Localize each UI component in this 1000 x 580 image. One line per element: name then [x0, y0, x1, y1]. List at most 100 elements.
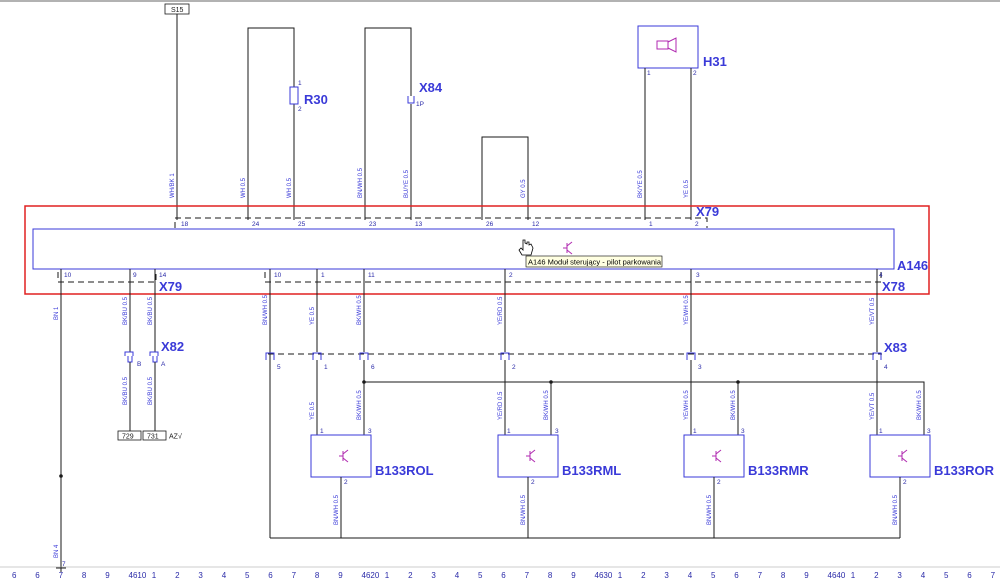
ruler-tick-label: 6	[268, 571, 273, 580]
sensor-rmr[interactable]	[683, 434, 745, 478]
svg-text:GY 0.5: GY 0.5	[521, 179, 527, 198]
ruler-tick-label: 4640	[828, 571, 846, 580]
svg-text:YE/RD 0.5: YE/RD 0.5	[498, 296, 504, 325]
svg-text:7: 7	[62, 561, 66, 568]
svg-text:26: 26	[486, 221, 494, 228]
r30-resistor[interactable]	[289, 86, 299, 105]
svg-text:3: 3	[741, 428, 745, 435]
ruler-tick-label: 3	[897, 571, 902, 580]
svg-text:11: 11	[368, 272, 375, 279]
svg-text:731: 731	[147, 434, 159, 441]
x78-label: X78	[882, 279, 905, 294]
ruler-tick-label: 4	[921, 571, 926, 580]
ruler-tick-label: 6	[12, 571, 17, 580]
svg-text:BN/WH 0.5: BN/WH 0.5	[263, 294, 269, 325]
rml-label: B133RML	[562, 463, 621, 478]
ruler-tick-label: 7	[59, 571, 64, 580]
ruler-tick-label: 9	[571, 571, 576, 580]
ruler-tick-label: 8	[548, 571, 553, 580]
ruler-tick-label: 5	[478, 571, 483, 580]
svg-text:13: 13	[415, 221, 423, 228]
svg-text:14: 14	[159, 272, 167, 279]
svg-text:BN/WH 0.5: BN/WH 0.5	[707, 494, 713, 525]
svg-text:BK/BU 0.5: BK/BU 0.5	[123, 376, 129, 405]
x79-top-label: X79	[696, 204, 719, 219]
svg-text:B: B	[137, 361, 141, 368]
svg-text:BK/BU 0.5: BK/BU 0.5	[123, 296, 129, 325]
svg-text:1: 1	[649, 221, 653, 228]
svg-text:10: 10	[64, 272, 72, 279]
a146-highlight	[24, 205, 930, 295]
svg-text:4: 4	[879, 272, 883, 279]
h31-label: H31	[703, 54, 727, 69]
x79-bottom-label: X79	[159, 279, 182, 294]
svg-text:25: 25	[298, 221, 306, 228]
svg-text:5: 5	[277, 364, 281, 371]
ruler-tick-label: 6	[35, 571, 40, 580]
svg-text:2: 2	[531, 479, 535, 486]
ruler-tick-label: 4	[222, 571, 227, 580]
sensor-ror[interactable]	[869, 434, 931, 478]
x82-pin-b[interactable]	[124, 351, 134, 363]
ruler-tick-label: 7	[292, 571, 297, 580]
svg-text:WH/BK 1: WH/BK 1	[170, 173, 176, 198]
ruler-tick-label: 1	[385, 571, 390, 580]
sensor-rol[interactable]	[310, 434, 372, 478]
svg-text:2: 2	[509, 272, 513, 279]
svg-text:2: 2	[298, 106, 302, 113]
svg-text:A146 Moduł sterujący - pilot p: A146 Moduł sterujący - pilot parkowania	[528, 258, 662, 267]
svg-text:6: 6	[371, 364, 375, 371]
ruler-tick-label: 2	[408, 571, 413, 580]
ruler-tick-label: 7	[525, 571, 530, 580]
ruler-tick-label: 6	[734, 571, 739, 580]
svg-text:1: 1	[647, 70, 651, 77]
rmr-label: B133RMR	[748, 463, 809, 478]
ruler-tick-label: 4	[688, 571, 693, 580]
ruler-tick-label: 9	[105, 571, 110, 580]
sensor-rml[interactable]	[497, 434, 559, 478]
r30-label: R30	[304, 92, 328, 107]
svg-text:1: 1	[507, 428, 511, 435]
x84-connector[interactable]	[407, 96, 415, 104]
svg-text:1: 1	[321, 272, 325, 279]
svg-text:2: 2	[344, 479, 348, 486]
svg-text:10: 10	[274, 272, 282, 279]
ref-box-729[interactable]	[117, 430, 142, 441]
svg-text:9: 9	[133, 272, 137, 279]
ruler-tick-label: 4	[455, 571, 460, 580]
ref-box-731[interactable]	[142, 430, 167, 441]
svg-text:2: 2	[695, 221, 699, 228]
ruler-tick-label: 3	[664, 571, 669, 580]
svg-text:2: 2	[717, 479, 721, 486]
svg-text:BK/WH 0.5: BK/WH 0.5	[357, 295, 363, 325]
x82-pin-a[interactable]	[149, 351, 159, 363]
ruler-tick-label: 5	[245, 571, 250, 580]
svg-text:YE/VT 0.5: YE/VT 0.5	[870, 297, 876, 325]
svg-text:BK/BU 0.5: BK/BU 0.5	[148, 296, 154, 325]
svg-text:3: 3	[698, 364, 702, 371]
svg-text:YE 0.5: YE 0.5	[684, 179, 690, 198]
svg-text:BK/WH 0.5: BK/WH 0.5	[544, 390, 550, 420]
svg-text:BK/YE 0.5: BK/YE 0.5	[638, 170, 644, 198]
ruler-tick-label: 3	[198, 571, 203, 580]
svg-text:2: 2	[903, 479, 907, 486]
s15-label: S15	[171, 7, 184, 14]
rol-label: B133ROL	[375, 463, 434, 478]
ruler-tick-label: 1	[851, 571, 856, 580]
x83-connector[interactable]	[265, 352, 882, 360]
svg-text:3: 3	[696, 272, 700, 279]
ruler-tick-label: 1	[152, 571, 157, 580]
module-tooltip	[525, 255, 663, 268]
ruler-tick-label: 2	[874, 571, 879, 580]
ruler-tick-label: 9	[338, 571, 343, 580]
svg-text:18: 18	[181, 221, 189, 228]
svg-text:BK/WH 0.5: BK/WH 0.5	[917, 390, 923, 420]
svg-text:YE/RD 0.5: YE/RD 0.5	[498, 391, 504, 420]
svg-text:23: 23	[369, 221, 377, 228]
ror-label: B133ROR	[934, 463, 995, 478]
svg-text:4: 4	[884, 364, 888, 371]
a146-module[interactable]	[32, 228, 895, 270]
a146-label: A146	[897, 258, 928, 273]
ruler-tick-label: 4630	[595, 571, 613, 580]
svg-text:BN/WH 0.5: BN/WH 0.5	[893, 494, 899, 525]
